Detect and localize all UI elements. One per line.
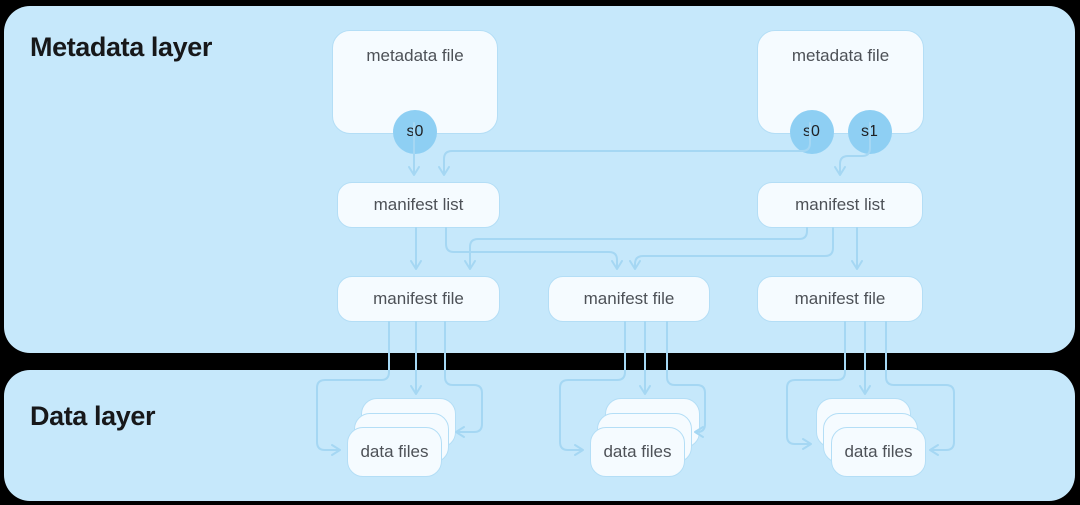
data-files-1-label: data files [360, 442, 429, 461]
manifest-list-2-node: manifest list [757, 182, 923, 228]
metadata-file-1-snapshots: s0 [333, 110, 497, 154]
manifest-list-1-node: manifest list [337, 182, 500, 228]
metadata-file-2-snapshots: s0 s1 [758, 110, 923, 154]
metadata-file-2-label: metadata file [791, 46, 890, 65]
manifest-file-3-node: manifest file [757, 276, 923, 322]
manifest-file-2-label: manifest file [583, 289, 675, 308]
manifest-list-2-label: manifest list [795, 195, 885, 214]
manifest-file-3-label: manifest file [794, 289, 886, 308]
data-files-3-label: data files [844, 442, 913, 461]
metadata-file-2-node: metadata file s0 s1 [757, 30, 924, 154]
metadata-file-1-node: metadata file s0 [332, 30, 498, 154]
manifest-list-1-label: manifest list [373, 195, 464, 214]
snapshot-s0-circle: s0 [393, 110, 437, 154]
data-files-3-card-front: data files [831, 427, 926, 477]
data-layer-title: Data layer [30, 401, 156, 431]
snapshot-s1-circle: s1 [847, 110, 892, 154]
metadata-file-1-label: metadata file [366, 46, 464, 65]
data-files-2-card-front: data files [590, 427, 685, 477]
data-files-1-card-front: data files [347, 427, 442, 477]
manifest-file-2-node: manifest file [548, 276, 710, 322]
snapshot-s0-circle: s0 [789, 110, 834, 154]
data-files-2-label: data files [603, 442, 672, 461]
manifest-file-1-node: manifest file [337, 276, 500, 322]
manifest-file-1-label: manifest file [373, 289, 464, 308]
metadata-layer-title: Metadata layer [30, 32, 212, 62]
